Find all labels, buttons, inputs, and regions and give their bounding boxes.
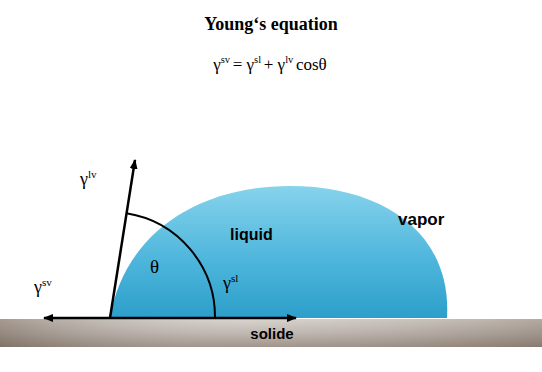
equation-term: = γ — [233, 55, 254, 74]
tension-arrow — [110, 317, 296, 320]
label-group: vapor — [398, 210, 444, 230]
tension-label: γ — [34, 277, 42, 297]
equation-term: + γ — [264, 55, 285, 74]
phase-label: solide — [250, 325, 293, 342]
tension-label: γ — [80, 169, 88, 189]
tension-label: sv — [42, 276, 52, 288]
tension-arrow — [44, 317, 110, 320]
label-group: θ — [150, 256, 159, 278]
equation-term: sv — [221, 54, 230, 65]
label-group: γlv — [80, 168, 97, 190]
phase-label: vapor — [398, 210, 444, 229]
equation-term: cosθ — [296, 55, 327, 74]
tension-label: sl — [231, 272, 238, 284]
tension-label: lv — [88, 168, 97, 180]
solid-surface — [0, 319, 542, 347]
contact-angle-arc — [126, 213, 215, 318]
label-group: γsv= γsl+ γlvcosθ — [213, 54, 327, 75]
angle-symbol: θ — [150, 256, 159, 277]
label-group: solide — [250, 325, 293, 342]
equation-term: lv — [285, 54, 293, 65]
label-group: γsl — [223, 272, 238, 294]
tension-arrow — [110, 160, 135, 318]
label-group: γsv — [34, 276, 52, 298]
label-group: liquid — [230, 226, 273, 244]
equation-term: sl — [254, 54, 261, 65]
phase-label: liquid — [230, 226, 273, 243]
tension-label: γ — [223, 273, 231, 293]
title: Young‘s equation — [204, 14, 338, 35]
equation-term: γ — [213, 55, 221, 74]
liquid-droplet — [110, 186, 447, 318]
solid-shading — [0, 319, 542, 347]
